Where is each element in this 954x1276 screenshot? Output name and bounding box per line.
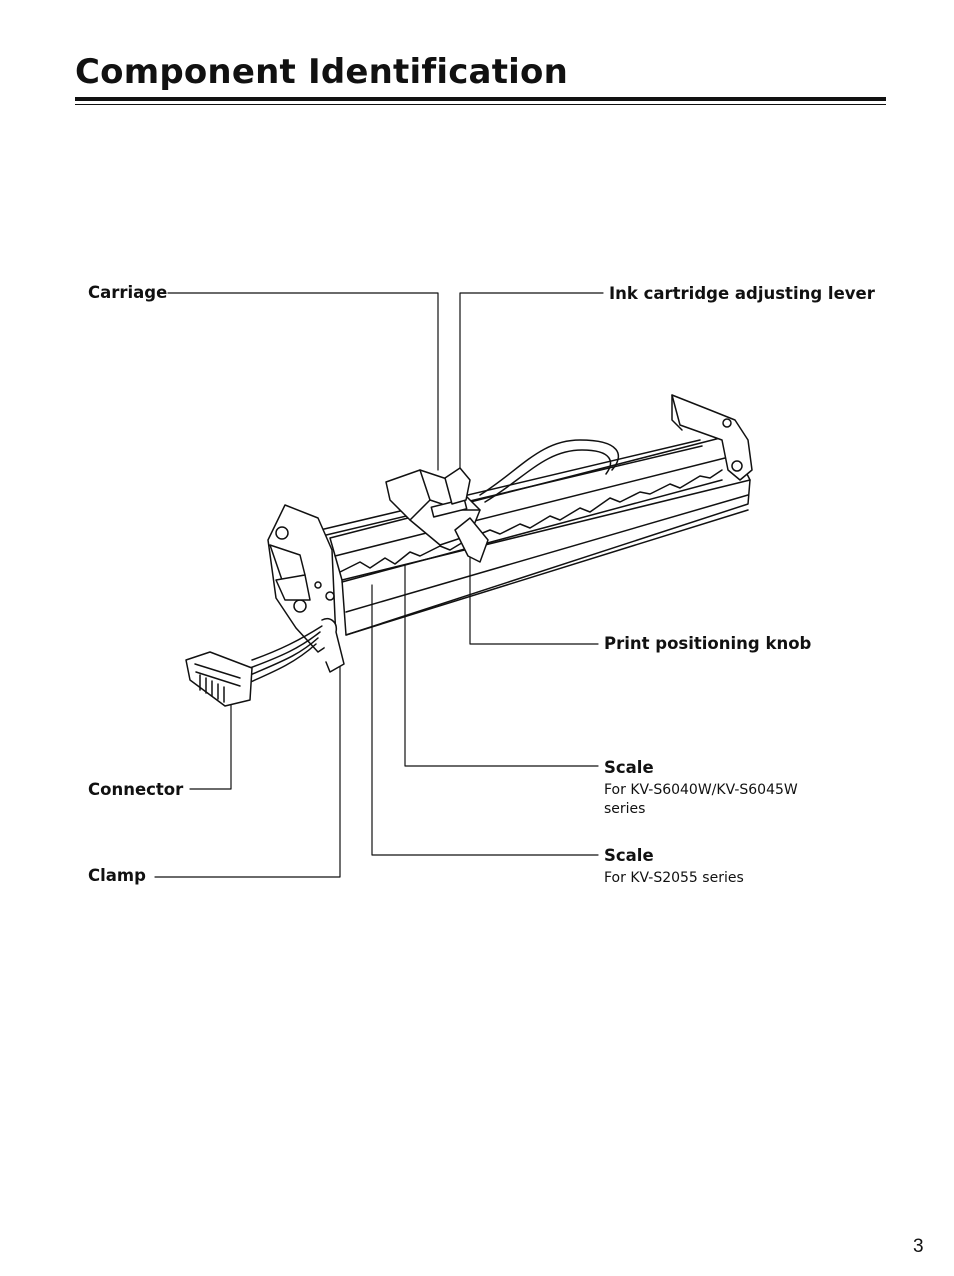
page-title: Component Identification <box>75 52 568 92</box>
clamp-shape <box>321 618 345 673</box>
page-number: 3 <box>913 1236 924 1257</box>
clamp-leader <box>154 664 341 878</box>
right-bracket <box>671 394 753 481</box>
scale-a-leader <box>404 544 599 767</box>
label-carriage: Carriage <box>88 283 168 302</box>
print-knob <box>454 517 489 563</box>
main-beam <box>329 435 751 581</box>
scale-b-leader <box>371 584 599 856</box>
label-scale-a-note-line2: series <box>604 801 646 817</box>
carriage-assembly-illustration <box>185 394 753 707</box>
label-scale-a: Scale <box>604 758 654 777</box>
label-print-positioning-knob: Print positioning knob <box>604 634 812 653</box>
ribbon-cable <box>479 439 620 496</box>
scale-strip <box>339 469 723 573</box>
wire-harness <box>251 625 323 661</box>
title-rule-thick <box>75 97 886 101</box>
label-scale-b-note: For KV-S2055 series <box>604 870 744 886</box>
carriage-leader <box>167 292 439 471</box>
print-knob-leader <box>469 539 599 645</box>
title-rule-thin <box>75 104 886 105</box>
label-scale-a-note-line1: For KV-S6040W∕KV-S6045W <box>604 782 798 798</box>
label-connector: Connector <box>88 780 184 799</box>
label-scale-b: Scale <box>604 846 654 865</box>
ink-lever <box>444 467 471 505</box>
label-clamp: Clamp <box>88 866 146 885</box>
ink-lever-leader <box>459 292 604 471</box>
label-ink-cartridge-adjusting-lever: Ink cartridge adjusting lever <box>609 284 875 303</box>
connector-leader <box>189 689 232 790</box>
